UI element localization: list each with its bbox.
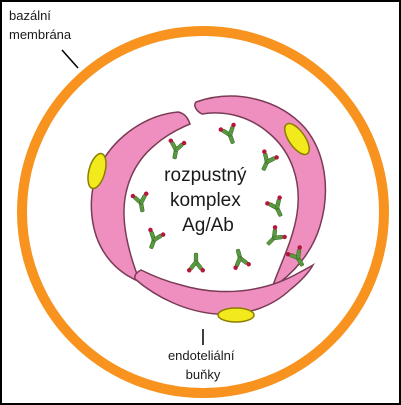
label-line: membrána (9, 27, 72, 42)
label-line: bazální (9, 8, 51, 23)
label-line: rozpustný (164, 165, 247, 186)
label-line: buňky (186, 367, 221, 382)
label-line: endoteliální (168, 348, 235, 363)
label-line: komplex (170, 190, 241, 211)
nucleus (218, 308, 254, 322)
label-line: Ag/Ab (182, 215, 234, 236)
